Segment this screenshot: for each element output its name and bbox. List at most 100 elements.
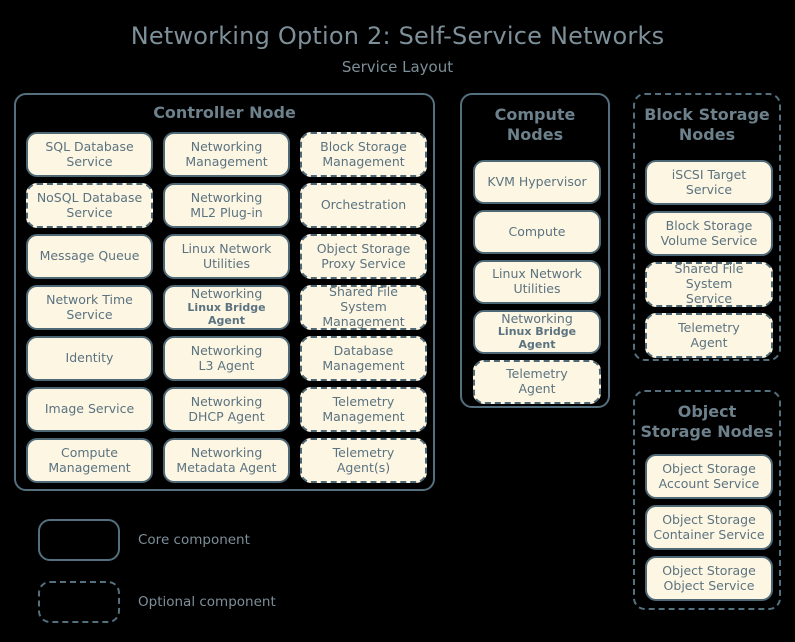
service-box[interactable]: KVM Hypervisor (473, 160, 601, 204)
page-title: Networking Option 2: Self-Service Networ… (130, 22, 665, 50)
service-box-line2: Management (322, 357, 405, 373)
service-box-line1: Networking (190, 342, 263, 358)
service-box-line1: Linux Network (492, 266, 582, 282)
service-box-line2: Object Service (663, 577, 755, 593)
service-box-line1: Compute (508, 223, 566, 239)
group-title-line1: Object (677, 402, 737, 421)
service-box-line1: Telemetry (332, 393, 395, 409)
group-title-block-storage-nodes: Block Storage Nodes (635, 105, 779, 144)
service-box-line2: Utilities (202, 255, 251, 271)
service-box-line1: Orchestration (320, 197, 407, 213)
service-box-line2: Volume Service (660, 232, 758, 248)
service-box-line2: Management (322, 408, 405, 424)
service-box-line2: Management (185, 153, 268, 169)
group-title-object-storage-nodes: Object Storage Nodes (635, 402, 779, 441)
service-box-line1: Networking (190, 189, 263, 205)
service-box-line1: Networking (190, 393, 263, 409)
service-box-line1: Shared File System (674, 261, 744, 292)
service-box-line1: KVM Hypervisor (487, 173, 587, 189)
service-box-line2: DHCP Agent (188, 408, 265, 424)
legend-core-label: Core component (138, 532, 250, 548)
service-box[interactable]: Identity (26, 336, 153, 381)
service-box-line1: Object Storage (316, 240, 411, 256)
service-box-line1: Networking (190, 444, 263, 460)
group-title-line2: Storage Nodes (640, 421, 774, 441)
service-box-line2: Management (48, 459, 131, 475)
service-box-line1: Telemetry (506, 366, 568, 382)
service-box-line1: Compute (60, 444, 118, 460)
legend-swatch-solid (38, 519, 120, 561)
service-box-line2: Service (66, 306, 113, 322)
service-box-line1: Object Storage (662, 460, 756, 476)
service-box-line2: Metadata Agent (176, 459, 277, 475)
group-title-line2: Nodes (678, 124, 736, 144)
service-box-line2: Service (685, 290, 733, 306)
service-box-line2: Service (66, 153, 113, 169)
group-title-line1: Block Storage (644, 105, 770, 124)
legend-optional-component: Optional component (38, 581, 276, 623)
service-box-line1: Block Storage (320, 138, 407, 154)
service-box[interactable]: Image Service (26, 387, 153, 432)
service-box-line2: Container Service (653, 526, 765, 542)
service-box-line2: Linux Bridge Agent (187, 300, 266, 327)
service-box-line1: Linux Network (181, 240, 272, 256)
service-box-line2: Agent(s) (336, 459, 391, 475)
group-title-line2: Nodes (506, 124, 564, 144)
service-box-line1: Object Storage (662, 562, 756, 578)
service-box-line2: Utilities (513, 281, 561, 296)
group-title-controller-node: Controller Node (153, 103, 296, 122)
service-box-line2: Account Service (658, 475, 760, 491)
service-box-line2: L3 Agent (198, 357, 255, 373)
service-box-line1: SQL Database (45, 138, 134, 154)
service-box-line2: Agent (518, 381, 556, 396)
service-box-line1: Identity (65, 350, 114, 366)
service-box-line1: iSCSI Target (671, 166, 747, 182)
service-box[interactable]: Orchestration (300, 183, 427, 228)
service-box[interactable]: Compute (473, 210, 601, 254)
legend-optional-label: Optional component (138, 594, 276, 610)
service-box[interactable]: Message Queue (26, 234, 153, 279)
service-box-line2: Service (66, 204, 113, 220)
service-box-line2: Management (322, 153, 405, 169)
service-box-line1: Image Service (44, 401, 135, 417)
service-box-line2: ML2 Plug-in (190, 204, 263, 220)
legend-swatch-dashed (38, 581, 120, 623)
service-box-line1: Network Time (46, 291, 133, 307)
service-box-line2: Linux Bridge Agent (497, 325, 577, 352)
